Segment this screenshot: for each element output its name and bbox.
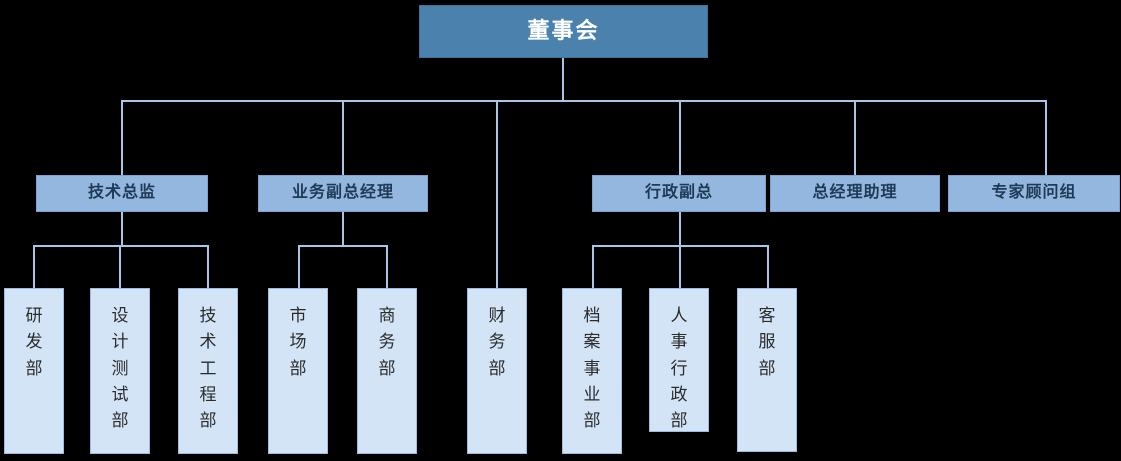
node-tech-director-label: 技术总监 [87,184,156,202]
node-design-test-dept[interactable]: 设计测试部 [90,288,150,454]
node-admin-vp[interactable]: 行政副总 [592,175,766,212]
connector-drop-expert-group [1045,100,1047,175]
node-service-dept-label: 客服部 [758,306,776,378]
connector-drop-tech-director [121,100,123,175]
node-business-vp-label: 业务副总经理 [291,184,394,202]
node-business-dept-label: 商务部 [378,306,396,378]
node-admin-vp-label: 行政副总 [644,184,713,202]
node-gm-assistant-label: 总经理助理 [812,184,898,202]
connector-drop-gm-assistant [854,100,856,175]
connector-level2-bus [121,100,1046,102]
node-market-dept[interactable]: 市场部 [268,288,328,454]
connector-drop-hr-admin-dept [679,245,681,288]
node-archive-dept[interactable]: 档案事业部 [562,288,622,454]
node-business-vp[interactable]: 业务副总经理 [258,175,428,212]
node-gm-assistant[interactable]: 总经理助理 [770,175,940,212]
node-hr-admin-dept[interactable]: 人事行政部 [649,288,709,432]
node-rd-dept-label: 研发部 [25,306,43,378]
connector-drop-tech-eng-dept [207,245,209,288]
node-rd-dept[interactable]: 研发部 [4,288,64,454]
node-finance-dept[interactable]: 财务部 [467,288,527,454]
node-finance-dept-label: 财务部 [488,306,506,378]
node-tech-eng-dept-label: 技术工程部 [199,306,217,431]
node-tech-eng-dept[interactable]: 技术工程部 [178,288,238,454]
connector-drop-market-dept [298,245,300,288]
connector-admin-vp-stem [679,211,681,246]
connector-drop-service-dept [767,245,769,288]
connector-drop-archive-dept [592,245,594,288]
connector-drop-finance-dept [496,100,498,288]
connector-drop-rd-dept [33,245,35,288]
node-service-dept[interactable]: 客服部 [737,288,797,452]
node-board-label: 董事会 [527,18,600,44]
node-market-dept-label: 市场部 [289,306,307,378]
node-design-test-dept-label: 设计测试部 [111,306,129,431]
connector-drop-admin-vp [679,100,681,175]
connector-business-vp-bus [298,245,387,247]
node-hr-admin-dept-label: 人事行政部 [670,306,688,431]
connector-drop-design-test-dept [119,245,121,288]
connector-drop-business-dept [386,245,388,288]
node-archive-dept-label: 档案事业部 [583,306,601,431]
node-expert-group[interactable]: 专家顾问组 [948,175,1120,212]
node-tech-director[interactable]: 技术总监 [36,175,208,212]
connector-tech-director-bus [33,245,209,247]
connector-business-vp-stem [342,211,344,246]
connector-board-stem [562,57,564,102]
connector-drop-business-vp [342,100,344,175]
node-expert-group-label: 专家顾问组 [991,184,1077,202]
node-board[interactable]: 董事会 [419,5,708,58]
node-business-dept[interactable]: 商务部 [357,288,417,454]
connector-tech-director-stem [121,211,123,246]
